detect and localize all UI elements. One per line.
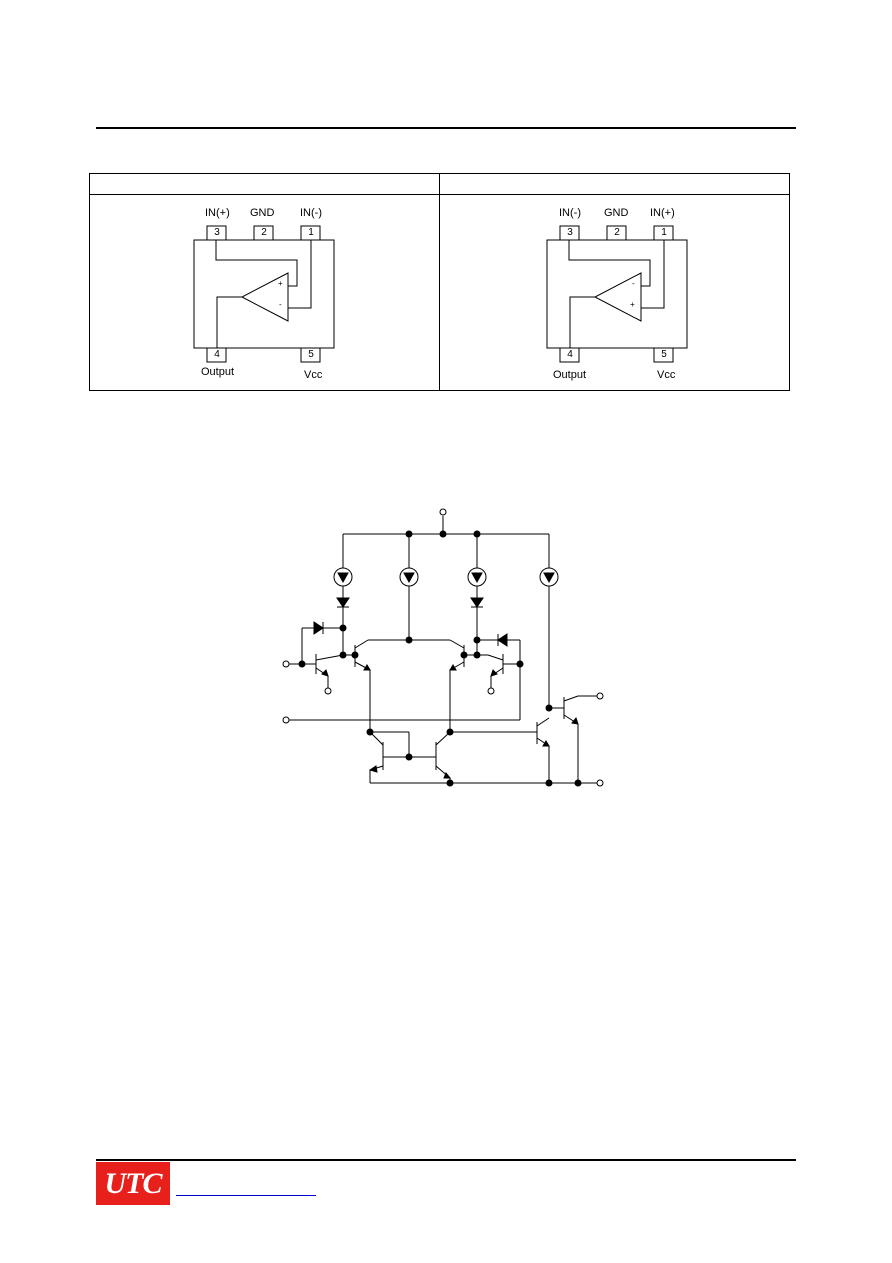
pin-label: IN(-) bbox=[300, 207, 322, 219]
pin-label: IN(+) bbox=[650, 207, 675, 219]
footer-rule bbox=[96, 1159, 796, 1161]
pin-number: 3 bbox=[567, 227, 573, 238]
pin-number: 1 bbox=[661, 227, 667, 238]
plus-sign: + bbox=[278, 279, 283, 288]
minus-sign: - bbox=[279, 300, 282, 309]
pin-label: Vcc bbox=[304, 369, 323, 381]
pin-number: 2 bbox=[614, 227, 620, 238]
header-rule bbox=[96, 127, 796, 129]
package-left: 3 2 1 4 5 IN(+) GND IN(-) Output Vcc + - bbox=[90, 196, 420, 390]
pin-number: 2 bbox=[261, 227, 267, 238]
pin-label: Output bbox=[201, 366, 235, 378]
package-right: 3 2 1 4 5 IN(-) GND IN(+) Output Vcc - + bbox=[440, 196, 770, 390]
pin-number: 3 bbox=[214, 227, 220, 238]
pin-number: 4 bbox=[567, 349, 573, 360]
pin-label: GND bbox=[250, 207, 275, 219]
logo-text: UTC bbox=[104, 1166, 163, 1200]
minus-sign: - bbox=[632, 279, 635, 288]
package-right-drawing bbox=[546, 225, 688, 363]
package-left-drawing bbox=[193, 225, 335, 363]
table-column-divider bbox=[439, 174, 440, 390]
pin-label: GND bbox=[604, 207, 629, 219]
pin-label: IN(+) bbox=[205, 207, 230, 219]
equivalent-circuit-schematic bbox=[282, 508, 604, 787]
pin-number: 1 bbox=[308, 227, 314, 238]
pin-configuration-table: 3 2 1 4 5 IN(+) GND IN(-) Output Vcc + -… bbox=[89, 173, 790, 391]
pin-label: IN(-) bbox=[559, 207, 581, 219]
pin-label: Vcc bbox=[657, 369, 676, 381]
pin-label: Output bbox=[553, 369, 587, 381]
pin-number: 5 bbox=[661, 349, 667, 360]
utc-logo: UTC bbox=[96, 1162, 170, 1205]
pin-number: 4 bbox=[214, 349, 220, 360]
pin-number: 5 bbox=[308, 349, 314, 360]
website-link-underline[interactable] bbox=[176, 1195, 316, 1196]
plus-sign: + bbox=[630, 300, 635, 309]
